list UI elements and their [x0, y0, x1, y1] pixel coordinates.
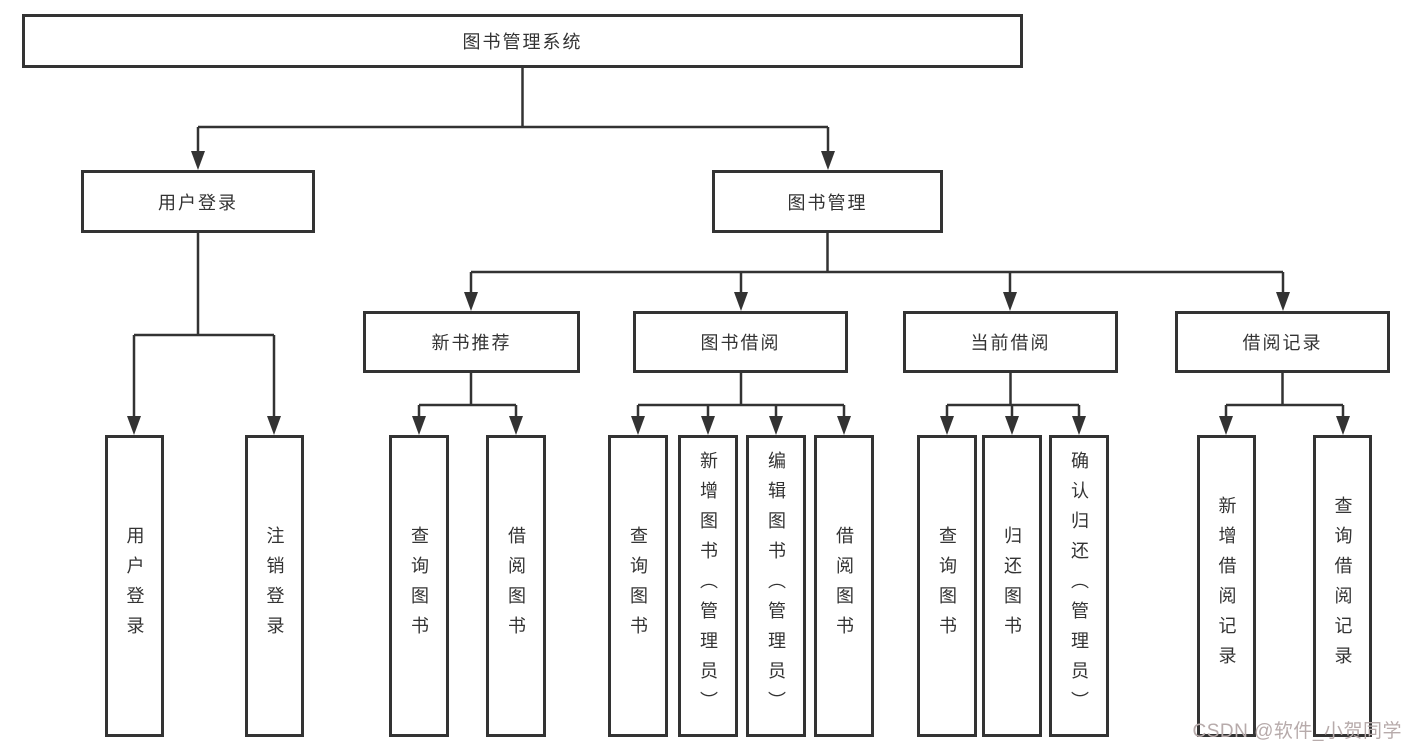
csdn-watermark: CSDN @软件_小贺同学 [1192, 721, 1402, 742]
connector-borrow-records-branch [1219, 373, 1350, 435]
node-label: 图书管理系统 [462, 32, 583, 52]
leaf-label: 归还图书 [1002, 526, 1022, 646]
leaf-label: 新增借阅记录 [1216, 496, 1237, 676]
leaf-confirm-return-admin: 确认归还（管理员） [1049, 435, 1109, 737]
leaf-label: 借阅图书 [506, 526, 526, 646]
leaf-label: 用户登录 [124, 526, 145, 646]
node-book-borrow: 图书借阅 [633, 311, 848, 373]
node-label: 借阅记录 [1242, 333, 1323, 353]
leaf-label: 编辑图书（管理员） [766, 451, 786, 721]
node-library-management-system: 图书管理系统 [22, 14, 1023, 68]
connector-new-book-recommend-branch [412, 373, 523, 435]
leaf-label: 注销登录 [264, 526, 285, 646]
leaf-borrow-books-1: 借阅图书 [486, 435, 546, 737]
node-current-borrow: 当前借阅 [903, 311, 1118, 373]
leaf-label: 查询图书 [409, 526, 429, 646]
leaf-label: 查询图书 [628, 526, 648, 646]
connector-book-management-branch [464, 233, 1290, 311]
leaf-query-borrow-record: 查询借阅记录 [1313, 435, 1372, 737]
leaf-label: 确认归还（管理员） [1069, 451, 1089, 721]
leaf-label: 查询借阅记录 [1332, 496, 1353, 676]
node-label: 当前借阅 [970, 333, 1051, 353]
node-label: 图书借阅 [700, 333, 781, 353]
leaf-add-borrow-record: 新增借阅记录 [1197, 435, 1256, 737]
connector-user-login-branch [127, 233, 281, 435]
node-borrow-records: 借阅记录 [1175, 311, 1390, 373]
leaf-edit-books-admin: 编辑图书（管理员） [746, 435, 806, 737]
leaf-query-books-3: 查询图书 [917, 435, 977, 737]
leaf-label: 查询图书 [937, 526, 957, 646]
node-label: 用户登录 [158, 192, 238, 213]
leaf-return-books: 归还图书 [982, 435, 1042, 737]
leaf-label: 借阅图书 [834, 526, 854, 646]
node-new-book-recommend: 新书推荐 [363, 311, 580, 373]
leaf-logout: 注销登录 [245, 435, 304, 737]
leaf-label: 新增图书（管理员） [698, 451, 718, 721]
node-label: 图书管理 [787, 192, 868, 213]
leaf-query-books-1: 查询图书 [389, 435, 449, 737]
leaf-add-books-admin: 新增图书（管理员） [678, 435, 738, 737]
leaf-borrow-books-2: 借阅图书 [814, 435, 874, 737]
connector-root-to-level2 [191, 68, 835, 170]
leaf-user-login: 用户登录 [105, 435, 164, 737]
node-user-login: 用户登录 [81, 170, 315, 233]
connector-current-borrow-branch [940, 373, 1086, 435]
node-label: 新书推荐 [431, 333, 512, 353]
node-book-management: 图书管理 [712, 170, 943, 233]
connector-book-borrow-branch [631, 373, 851, 435]
leaf-query-books-2: 查询图书 [608, 435, 668, 737]
